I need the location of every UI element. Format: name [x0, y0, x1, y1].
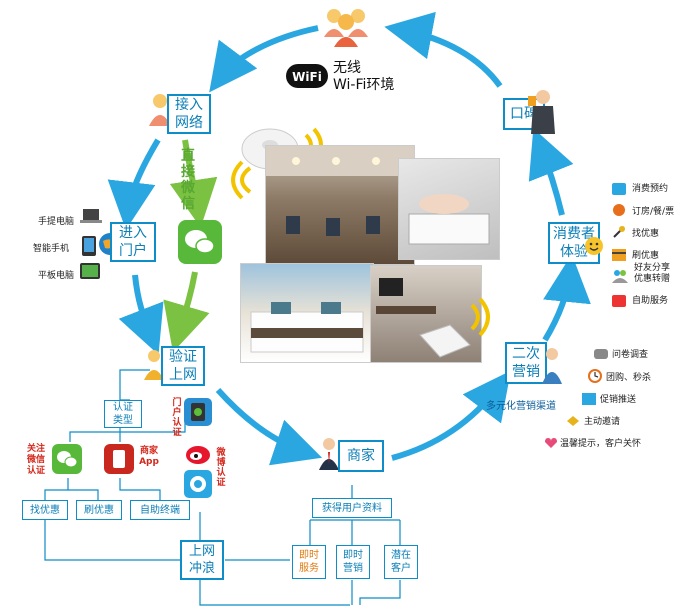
remarket-item-care: 温馨提示，客户关怀: [560, 439, 642, 449]
invite-icon: [566, 412, 580, 431]
portal-device-icon: [184, 398, 212, 430]
potential-customer-box: 潜在 客户: [384, 545, 418, 579]
instant-service-box: 即时 服务: [292, 545, 326, 579]
find-deal-icon: [612, 224, 626, 243]
remarket-item-groupbuy: 团购、秒杀: [606, 373, 652, 383]
svg-text:WiFi: WiFi: [292, 70, 322, 84]
arrow-access-to-portal: [107, 138, 161, 230]
exp-item-find-deal: 找优惠: [632, 229, 660, 239]
self-terminal-box: 自助终端: [130, 500, 190, 520]
device-tablet-label: 平板电脑: [38, 271, 75, 281]
exp-item-reservation: 消费预约: [632, 184, 669, 194]
care-icon: [544, 434, 558, 453]
users-group-icon: [322, 5, 370, 51]
arrow-remarketing-to-experience: [542, 254, 591, 342]
user-icon: [143, 348, 165, 384]
multi-channel-label: 多元化营销渠道: [486, 401, 556, 412]
remarket-item-promo-push: 促销推送: [600, 395, 637, 405]
keyboard-photo: [398, 158, 500, 260]
node-access-network: 接入 网络: [167, 94, 211, 134]
survey-icon: [594, 346, 608, 365]
tablet-icon: [80, 263, 100, 283]
weibo-icon: [184, 440, 212, 470]
arrow-merchant-to-remarketing: [391, 370, 511, 461]
bedroom-photo: [240, 263, 374, 363]
businessman-icon: [318, 436, 340, 474]
arrow-verify-to-merchant: [215, 387, 323, 466]
remarket-item-invite: 主动邀请: [584, 417, 621, 427]
laptop-icon: [80, 208, 102, 228]
smiley-icon: [584, 236, 604, 260]
node-remarketing: 二次 营销: [505, 342, 547, 384]
arrow-experience-to-reputation: [528, 128, 574, 216]
wifi-badge-icon: WiFi: [286, 64, 328, 92]
arrow-portal-to-verify: [118, 274, 164, 355]
weibo-auth-icon: [184, 470, 212, 502]
self-service-icon: [612, 292, 626, 311]
remarket-item-survey: 问卷调查: [612, 350, 649, 360]
merchant-app-icon: [104, 444, 134, 478]
auth-type-box: 认证 类型: [104, 400, 142, 428]
device-laptop-label: 手提电脑: [38, 217, 75, 227]
node-enter-portal: 进入 门户: [110, 222, 156, 262]
arrow-access-to-wechat: [169, 139, 218, 228]
exp-item-booking: 订房/餐/票: [632, 207, 675, 217]
portal-auth-label: 门户认证: [172, 398, 182, 438]
smartphone-icon: [82, 236, 96, 260]
user-icon: [148, 92, 172, 130]
lobby-photo: [265, 145, 415, 265]
exp-item-swipe-deal: 刷优惠: [632, 251, 660, 261]
wechat-icon: [52, 444, 82, 478]
booking-icon: [612, 202, 626, 221]
weibo-auth-label: 微博认证: [216, 448, 226, 488]
node-surf-internet: 上网 冲浪: [180, 540, 224, 580]
arrow-top-to-access: [209, 25, 319, 93]
exp-item-share: 好友分享 优惠转赠: [634, 263, 671, 284]
swipe-deal-box: 刷优惠: [76, 500, 122, 520]
wifi-waves-left-icon: [228, 160, 258, 204]
merchant-app-label: 商家 App: [139, 446, 159, 467]
node-merchant: 商家: [338, 440, 384, 472]
arrow-reputation-to-top: [384, 11, 503, 88]
find-deal-box: 找优惠: [22, 500, 68, 520]
businessman-icon: [528, 88, 558, 138]
arrow-wechat-to-verify: [163, 271, 210, 353]
wechat-follow-auth-label: 关注 微信 认证: [26, 444, 45, 476]
share-icon: [612, 268, 628, 287]
wechat-icon: [178, 220, 222, 268]
instant-marketing-box: 即时 营销: [336, 545, 370, 579]
reservation-icon: [612, 180, 626, 199]
node-verify-internet: 验证 上网: [161, 346, 205, 386]
exp-item-self-service: 自助服务: [632, 296, 669, 306]
promo-icon: [582, 390, 596, 409]
get-user-data-box: 获得用户资料: [312, 498, 392, 518]
device-phone-label: 智能手机: [33, 244, 70, 254]
ap-device-icon: [410, 295, 500, 379]
direct-wechat-label: 直接微信: [181, 148, 195, 212]
swipe-deal-icon: [612, 246, 626, 265]
clock-icon: [588, 368, 602, 387]
person-icon: [540, 346, 564, 388]
